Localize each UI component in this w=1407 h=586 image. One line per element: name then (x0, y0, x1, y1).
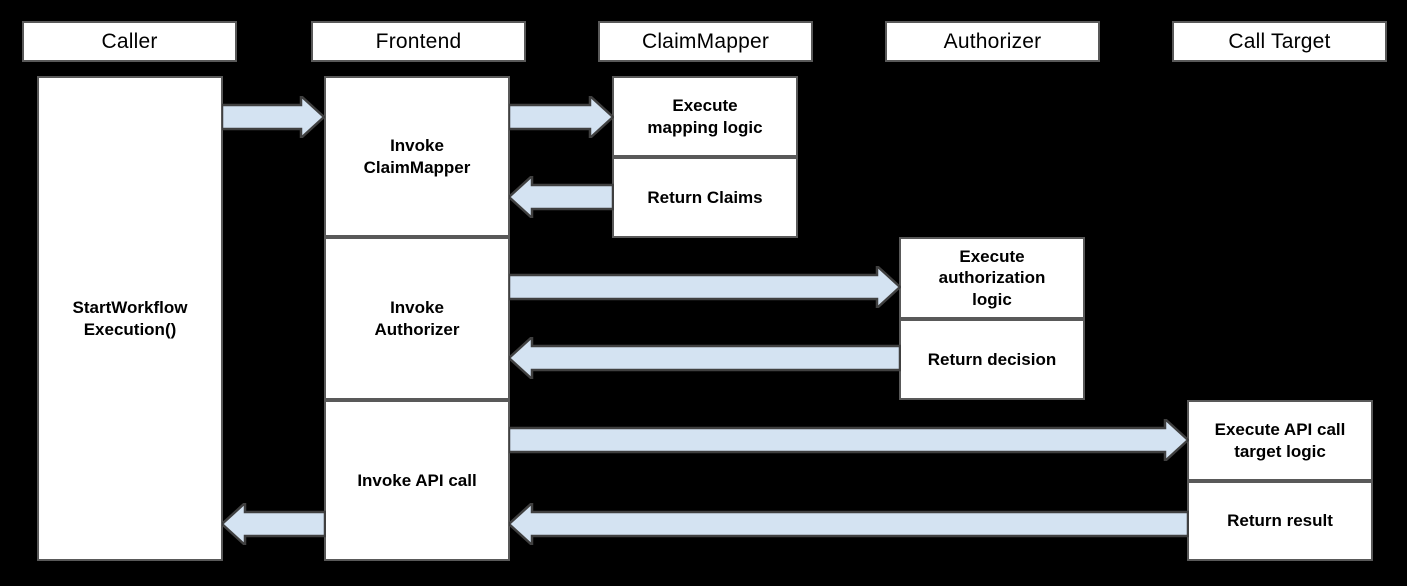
activation-claimmapper-return-claims[interactable]: Return Claims (612, 157, 798, 238)
activation-claimmapper-execute-mapping-logic[interactable]: Execute mapping logic (612, 76, 798, 157)
activation-frontend-invoke-claimmapper[interactable]: Invoke ClaimMapper (324, 76, 510, 237)
participant-label: Frontend (375, 29, 462, 53)
activation-frontend-invoke-api-call[interactable]: Invoke API call (324, 400, 510, 561)
activation-label: Execute API call target logic (1214, 420, 1346, 461)
activation-calltarget-execute-api-call-target-logic[interactable]: Execute API call target logic (1187, 400, 1373, 481)
participant-header-calltarget[interactable]: Call Target (1172, 21, 1387, 62)
activation-label: Execute mapping logic (647, 96, 763, 137)
message-arrow-caller-to-frontend[interactable] (222, 96, 325, 138)
participant-label: ClaimMapper (641, 29, 770, 53)
participant-header-authorizer[interactable]: Authorizer (885, 21, 1100, 62)
activation-label: Invoke ClaimMapper (363, 136, 471, 177)
activation-caller-main[interactable]: StartWorkflow Execution() (37, 76, 223, 561)
activation-authorizer-return-decision[interactable]: Return decision (899, 319, 1085, 400)
activation-label: Invoke API call (357, 470, 477, 490)
participant-header-caller[interactable]: Caller (22, 21, 237, 62)
activation-label: Execute authorization logic (938, 247, 1046, 309)
participant-label: Authorizer (943, 29, 1042, 53)
participant-label: Call Target (1228, 29, 1331, 53)
message-arrow-authorizer-to-frontend[interactable] (509, 337, 901, 379)
activation-label: Return result (1227, 511, 1333, 531)
message-arrow-claimmapper-to-frontend[interactable] (509, 176, 614, 218)
activation-authorizer-execute-authorization-logic[interactable]: Execute authorization logic (899, 237, 1085, 319)
participant-header-frontend[interactable]: Frontend (311, 21, 526, 62)
participant-label: Caller (101, 29, 158, 53)
activation-label: Invoke Authorizer (374, 298, 460, 339)
message-arrow-frontend-to-authorizer[interactable] (509, 266, 901, 308)
activation-frontend-invoke-authorizer[interactable]: Invoke Authorizer (324, 237, 510, 400)
participant-header-claimmapper[interactable]: ClaimMapper (598, 21, 813, 62)
message-arrow-frontend-to-calltarget[interactable] (509, 419, 1189, 461)
message-arrow-frontend-to-claimmapper[interactable] (509, 96, 614, 138)
activation-label: Return Claims (647, 187, 763, 207)
activation-calltarget-return-result[interactable]: Return result (1187, 481, 1373, 561)
message-arrow-calltarget-to-frontend[interactable] (509, 503, 1189, 545)
activation-label: Return decision (927, 349, 1057, 369)
message-arrow-frontend-to-caller[interactable] (222, 503, 326, 545)
activation-label: StartWorkflow Execution() (72, 298, 188, 339)
